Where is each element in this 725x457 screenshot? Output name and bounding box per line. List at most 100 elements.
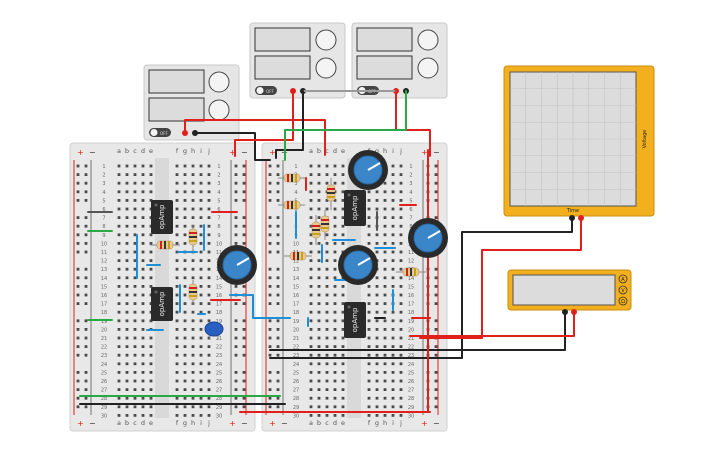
rail-hole[interactable]	[276, 267, 280, 271]
breadboard-hole[interactable]	[175, 190, 179, 194]
breadboard-hole[interactable]	[325, 396, 329, 400]
breadboard-hole[interactable]	[325, 388, 329, 391]
breadboard-hole[interactable]	[317, 181, 321, 185]
breadboard-hole[interactable]	[309, 310, 313, 314]
wire-black[interactable]	[269, 217, 573, 359]
rail-hole[interactable]	[84, 353, 88, 357]
breadboard-hole[interactable]	[191, 362, 195, 366]
breadboard-hole[interactable]	[175, 310, 179, 314]
rail-hole[interactable]	[268, 190, 272, 194]
breadboard-hole[interactable]	[125, 396, 129, 400]
breadboard-hole[interactable]	[207, 293, 211, 297]
breadboard-hole[interactable]	[125, 242, 129, 245]
breadboard-hole[interactable]	[141, 181, 145, 185]
rail-hole[interactable]	[84, 190, 88, 194]
breadboard-hole[interactable]	[141, 233, 145, 237]
breadboard-hole[interactable]	[125, 285, 129, 288]
breadboard-hole[interactable]	[375, 328, 379, 331]
breadboard-hole[interactable]	[199, 328, 203, 331]
breadboard-hole[interactable]	[141, 199, 145, 202]
breadboard-hole[interactable]	[317, 250, 321, 254]
breadboard-hole[interactable]	[399, 310, 403, 314]
breadboard-hole[interactable]	[399, 285, 403, 288]
breadboard-hole[interactable]	[183, 405, 187, 409]
rail-hole[interactable]	[84, 302, 88, 305]
breadboard-hole[interactable]	[175, 345, 179, 348]
breadboard-hole[interactable]	[125, 216, 129, 219]
breadboard-hole[interactable]	[175, 336, 179, 340]
rail-hole[interactable]	[276, 216, 280, 219]
breadboard-hole[interactable]	[199, 336, 203, 340]
breadboard-hole[interactable]	[183, 414, 187, 417]
breadboard-hole[interactable]	[133, 396, 137, 400]
breadboard-hole[interactable]	[125, 276, 129, 280]
breadboard-hole[interactable]	[175, 216, 179, 219]
rail-hole[interactable]	[76, 199, 80, 202]
rail-hole[interactable]	[276, 190, 280, 194]
rail-hole[interactable]	[434, 405, 438, 409]
breadboard-hole[interactable]	[149, 242, 153, 245]
resistor[interactable]	[278, 200, 305, 210]
breadboard-hole[interactable]	[133, 181, 137, 185]
wire-blue[interactable]	[229, 294, 291, 319]
breadboard-hole[interactable]	[133, 173, 137, 176]
breadboard-hole[interactable]	[309, 336, 313, 340]
breadboard-hole[interactable]	[341, 328, 345, 331]
breadboard-hole[interactable]	[333, 371, 337, 374]
breadboard-hole[interactable]	[199, 405, 203, 409]
breadboard-hole[interactable]	[391, 181, 395, 185]
breadboard-hole[interactable]	[367, 224, 371, 228]
breadboard-hole[interactable]	[399, 345, 403, 348]
rail-hole[interactable]	[434, 396, 438, 400]
breadboard-hole[interactable]	[207, 190, 211, 194]
breadboard-hole[interactable]	[325, 259, 329, 262]
breadboard-hole[interactable]	[399, 199, 403, 202]
breadboard-hole[interactable]	[309, 345, 313, 348]
breadboard-hole[interactable]	[367, 233, 371, 237]
breadboard-hole[interactable]	[309, 164, 313, 168]
breadboard-hole[interactable]	[199, 207, 203, 211]
breadboard-hole[interactable]	[325, 371, 329, 374]
breadboard-hole[interactable]	[175, 405, 179, 409]
breadboard-hole[interactable]	[333, 216, 337, 219]
breadboard-hole[interactable]	[309, 302, 313, 305]
breadboard-hole[interactable]	[399, 259, 403, 262]
breadboard-hole[interactable]	[141, 396, 145, 400]
breadboard-hole[interactable]	[317, 267, 321, 271]
breadboard-hole[interactable]	[175, 293, 179, 297]
breadboard-hole[interactable]	[199, 173, 203, 176]
breadboard-hole[interactable]	[333, 319, 337, 323]
rail-hole[interactable]	[434, 388, 438, 391]
rail-hole[interactable]	[76, 190, 80, 194]
breadboard-hole[interactable]	[125, 371, 129, 374]
breadboard-hole[interactable]	[383, 216, 387, 219]
breadboard-hole[interactable]	[133, 224, 137, 228]
breadboard-hole[interactable]	[199, 319, 203, 323]
breadboard-hole[interactable]	[191, 379, 195, 383]
breadboard-hole[interactable]	[183, 302, 187, 305]
rail-hole[interactable]	[276, 319, 280, 323]
breadboard-hole[interactable]	[133, 319, 137, 323]
breadboard-hole[interactable]	[207, 233, 211, 237]
breadboard-hole[interactable]	[125, 224, 129, 228]
breadboard-hole[interactable]	[341, 345, 345, 348]
breadboard-hole[interactable]	[383, 414, 387, 417]
breadboard-hole[interactable]	[175, 414, 179, 417]
breadboard-hole[interactable]	[175, 319, 179, 323]
breadboard-hole[interactable]	[341, 233, 345, 237]
breadboard-hole[interactable]	[391, 371, 395, 374]
rail-hole[interactable]	[268, 267, 272, 271]
opamp-chip-1[interactable]: opAmp	[151, 200, 173, 234]
breadboard-hole[interactable]	[183, 267, 187, 271]
breadboard-hole[interactable]	[367, 379, 371, 383]
breadboard-hole[interactable]	[199, 285, 203, 288]
rail-hole[interactable]	[276, 242, 280, 245]
breadboard-hole[interactable]	[317, 353, 321, 357]
breadboard-hole[interactable]	[367, 336, 371, 340]
rail-hole[interactable]	[268, 276, 272, 280]
breadboard-hole[interactable]	[141, 336, 145, 340]
breadboard-hole[interactable]	[325, 353, 329, 357]
breadboard-hole[interactable]	[317, 396, 321, 400]
breadboard-hole[interactable]	[141, 276, 145, 280]
breadboard-hole[interactable]	[333, 259, 337, 262]
